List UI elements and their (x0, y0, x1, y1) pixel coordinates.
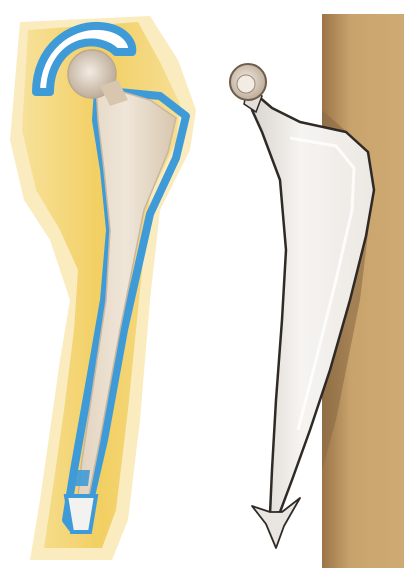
implant-distal-tip (66, 496, 96, 532)
stem-head-inner (237, 75, 255, 93)
cement-tip-mark (70, 470, 90, 486)
femur-cross-section (10, 16, 196, 560)
